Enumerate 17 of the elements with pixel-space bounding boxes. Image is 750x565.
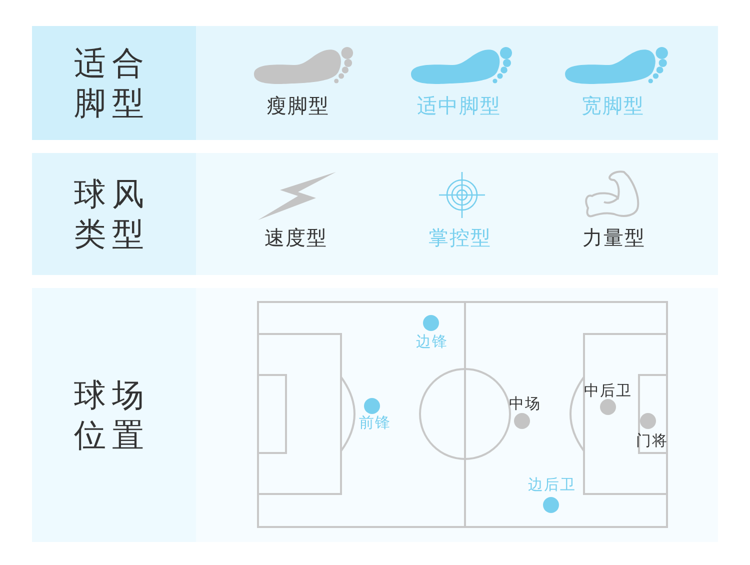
position-label: 边后卫 xyxy=(528,476,576,494)
position-label: 边锋 xyxy=(416,332,448,352)
option-label: 适中脚型 xyxy=(417,92,501,120)
option-label: 瘦脚型 xyxy=(266,92,330,120)
option-label: 宽脚型 xyxy=(582,92,644,120)
category-title: 球风类型 xyxy=(74,174,151,254)
category-title: 适合脚型 xyxy=(74,43,151,123)
option-label: 力量型 xyxy=(582,224,646,252)
option-label: 掌控型 xyxy=(428,224,492,252)
category-header xyxy=(32,153,196,275)
position-label: 前锋 xyxy=(359,414,391,432)
category-header xyxy=(32,26,196,140)
position-label: 中场 xyxy=(509,394,541,414)
option-label: 速度型 xyxy=(264,224,328,252)
position-label: 门将 xyxy=(636,432,668,450)
category-title: 球场位置 xyxy=(74,375,151,455)
position-label: 中后卫 xyxy=(584,382,632,400)
